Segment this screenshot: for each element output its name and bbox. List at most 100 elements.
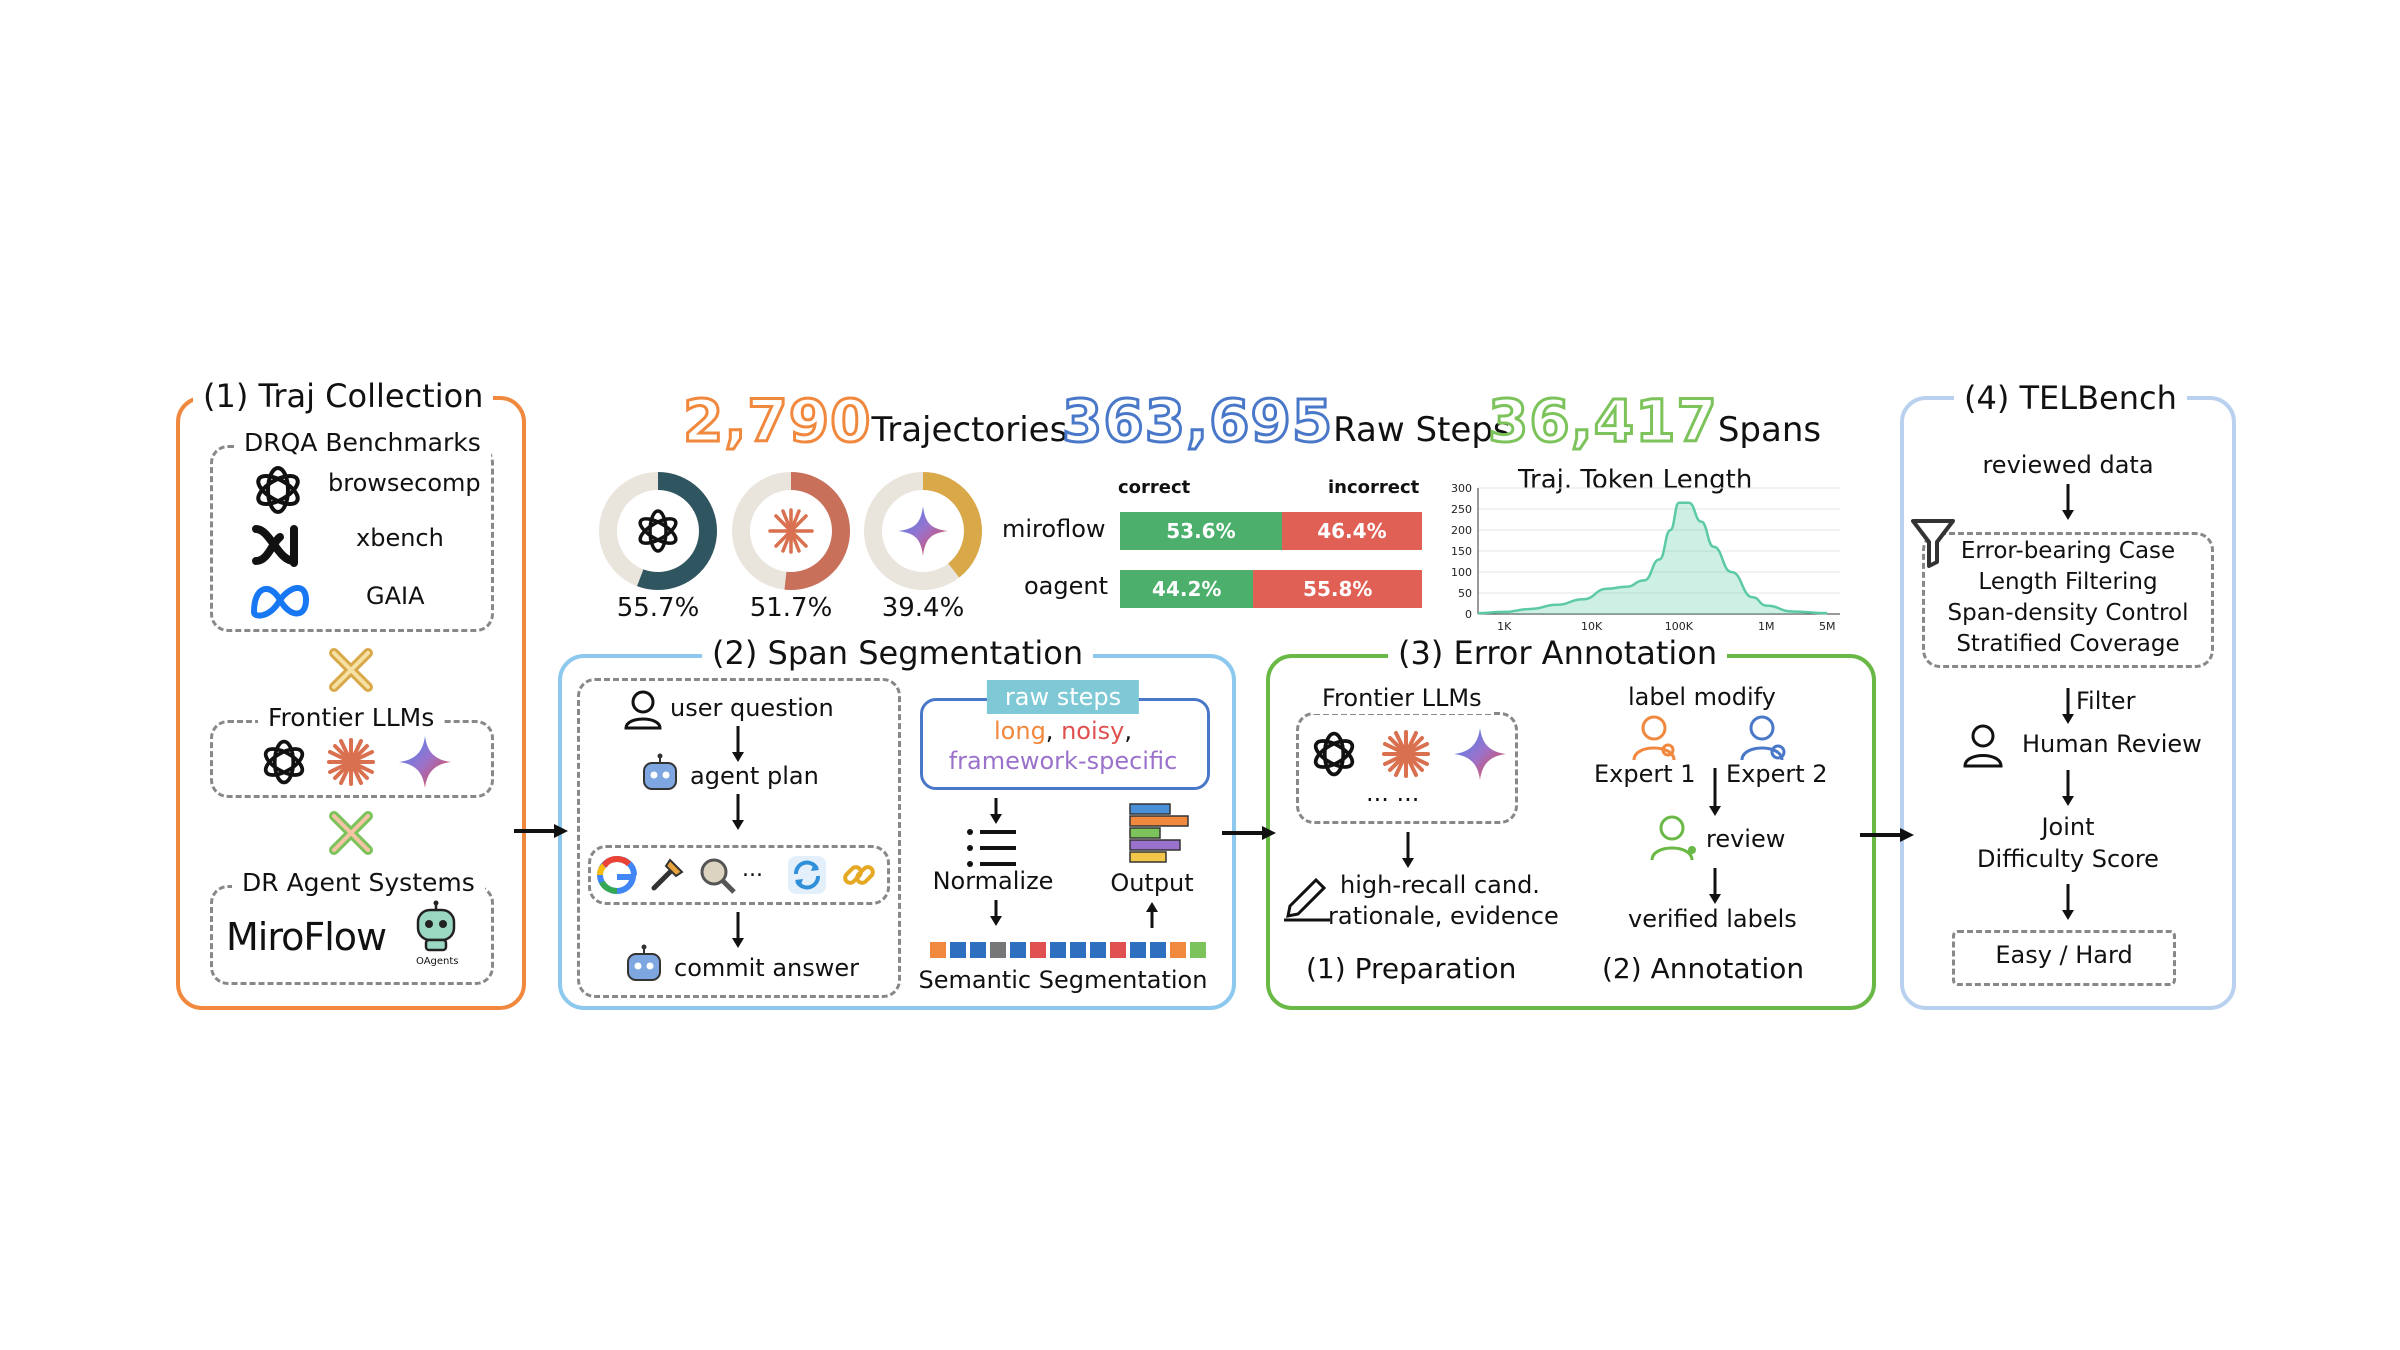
agent-plan: agent plan: [690, 762, 819, 790]
systems-title: DR Agent Systems: [232, 866, 485, 900]
joint-label: Joint: [2041, 813, 2095, 841]
oagents-label: OAgents: [416, 956, 459, 967]
filter-length: Length Filtering: [1978, 569, 2158, 595]
segment-strip: [930, 942, 1206, 958]
raw-desc-long: long: [994, 717, 1046, 745]
bar-row-oagent-name: oagent: [1024, 572, 1109, 600]
bar-correct-oagent: 44.2%: [1120, 570, 1254, 608]
donut-openai-label: 55.7%: [616, 593, 700, 623]
claude-icon: [1382, 730, 1430, 778]
donut-claude: [732, 472, 850, 590]
arrow-right-icon: [1860, 828, 1914, 842]
filter-stratified: Stratified Coverage: [1956, 631, 2180, 657]
filter-label: Filter: [2076, 687, 2136, 715]
pencil-icon: [1284, 877, 1330, 922]
arrow-down-icon: [1402, 832, 1414, 868]
filter-error-bearing: Error-bearing Case: [1960, 536, 2176, 566]
y-tick-label: 0: [1465, 608, 1472, 621]
agent-flow-box: [577, 678, 901, 998]
segment-block: [1050, 942, 1066, 958]
arrow-down-icon: [990, 900, 1002, 926]
stat-spans-number: 36,417: [1487, 387, 1719, 455]
meta-icon: [250, 585, 310, 619]
annotation-label: (2) Annotation: [1602, 952, 1805, 985]
segment-block: [950, 942, 966, 958]
human-icon: [1963, 724, 2003, 768]
segment-block: [1010, 942, 1026, 958]
bars-correct-legend: correct: [1118, 477, 1191, 498]
arrow-down-icon: [2062, 770, 2074, 806]
google-icon: [596, 855, 637, 895]
arrow-down-icon: [2062, 688, 2074, 724]
arrow-down-icon: [990, 798, 1002, 824]
claude-icon: [327, 738, 375, 786]
easy-hard-box: [1952, 930, 2176, 986]
panel2-title: (2) Span Segmentation: [702, 633, 1094, 673]
bars-incorrect-legend: incorrect: [1328, 477, 1420, 498]
raw-desc-comma-2: ,: [1124, 717, 1132, 745]
y-tick-label: 100: [1451, 566, 1472, 579]
stat-trajectories-number: 2,790: [681, 387, 872, 455]
frontier-llms-title: Frontier LLMs: [1312, 682, 1492, 714]
cross-icon: [329, 811, 373, 855]
easy-hard-label: Easy / Hard: [1995, 941, 2133, 969]
x-tick-label: 100K: [1665, 620, 1694, 633]
bar-row-miroflow-name: miroflow: [1002, 515, 1106, 543]
reviewer-icon: [1650, 815, 1696, 861]
tools-ellipsis: ...: [742, 857, 763, 882]
arrow-up-icon: [1146, 902, 1158, 928]
user-icon: [624, 690, 662, 730]
x-tick-label: 1K: [1497, 620, 1512, 633]
token-area-fill: [1478, 502, 1828, 614]
donut-gemini-label: 39.4%: [881, 593, 965, 623]
bar-incorrect-oagent: 55.8%: [1253, 570, 1422, 608]
raw-desc-noisy: noisy: [1061, 717, 1125, 745]
candidate-line2: rationale, evidence: [1328, 902, 1559, 930]
openai-icon: [256, 466, 300, 514]
output-blocks-icon: [1129, 803, 1189, 863]
benchmarks-title: DRQA Benchmarks: [234, 426, 491, 460]
frontier-dots: ... ...: [1366, 779, 1420, 807]
miroflow-logo: MiroFlow: [226, 915, 387, 959]
token-area-line: [1477, 501, 1828, 615]
tools-icon: [651, 858, 684, 891]
difficulty-score-label: Difficulty Score: [1977, 845, 2159, 873]
expert-2-label: Expert 2: [1726, 760, 1828, 788]
oagents-robot-icon: [416, 900, 456, 952]
reviewed-data: reviewed data: [1982, 451, 2154, 479]
refresh-icon: [788, 856, 826, 894]
review-label: review: [1706, 825, 1786, 853]
llms-title: Frontier LLMs: [258, 701, 445, 735]
stat-spans: 36,417Spans: [1487, 387, 1822, 455]
x-tick-label: 10K: [1581, 620, 1603, 633]
xbench-logo-icon: [252, 525, 298, 567]
token-chart-title: Traj. Token Length: [1518, 465, 1753, 495]
y-tick-label: 250: [1451, 503, 1472, 516]
segment-block: [1170, 942, 1186, 958]
arrow-down-icon: [1709, 768, 1721, 816]
stat-trajectories-label: Trajectories: [871, 410, 1068, 450]
human-review: Human Review: [2022, 730, 2202, 758]
gemini-icon: [399, 736, 451, 788]
raw-steps-desc-line1: long, noisy,: [994, 718, 1132, 744]
stat-raw-steps-number: 363,695: [1060, 387, 1334, 455]
agent-robot-icon: [643, 753, 677, 790]
bar-correct-miroflow: 53.6%: [1120, 512, 1282, 550]
expert-1-icon: [1632, 715, 1676, 761]
list-icon: [967, 829, 1016, 867]
normalize-label: Normalize: [932, 867, 1054, 895]
segment-block: [1190, 942, 1206, 958]
panel1-title: (1) Traj Collection: [193, 376, 494, 416]
arrow-down-icon: [2062, 484, 2074, 520]
panel4-title: (4) TELBench: [1954, 378, 2187, 418]
arrow-down-icon: [732, 912, 744, 948]
segment-block: [1130, 942, 1146, 958]
benchmark-gaia: GAIA: [366, 582, 425, 610]
filter-span-density: Span-density Control: [1947, 600, 2189, 626]
y-tick-label: 200: [1451, 524, 1472, 537]
bar-incorrect-miroflow: 46.4%: [1281, 512, 1422, 550]
arrow-right-icon: [514, 824, 568, 838]
candidate-line1: high-recall cand.: [1340, 871, 1540, 899]
filters-box: [1922, 532, 2214, 668]
